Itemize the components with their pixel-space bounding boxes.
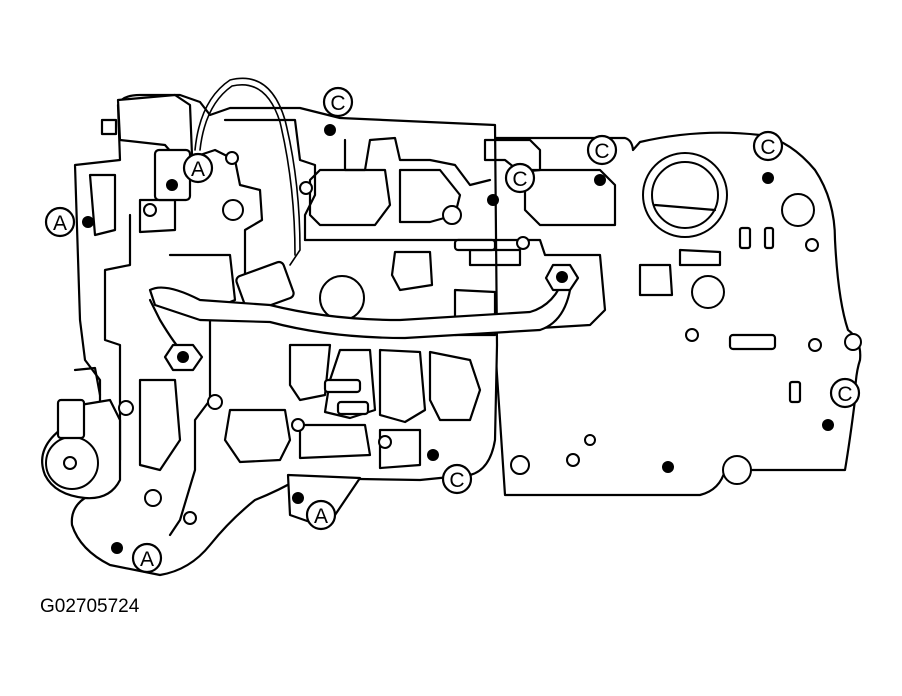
svg-text:C: C [449, 469, 464, 492]
callout-c3: C [504, 162, 536, 194]
bolt-hole [82, 216, 94, 228]
callout-a3: A [305, 499, 337, 531]
svg-text:C: C [837, 383, 852, 406]
svg-text:A: A [314, 505, 328, 528]
bolt-hole [662, 461, 674, 473]
hex-bolt-center [556, 271, 568, 283]
figure-id: G02705724 [40, 596, 140, 617]
hole [781, 193, 815, 227]
inner-channel [390, 250, 434, 292]
callout-a2: A [44, 206, 76, 238]
hole [516, 236, 530, 250]
hole [722, 455, 752, 485]
slot [336, 400, 370, 416]
callout-c2: C [586, 134, 618, 166]
svg-text:C: C [594, 140, 609, 163]
hole [222, 199, 244, 221]
callout-c4: C [752, 130, 784, 162]
hole [805, 238, 819, 252]
inner-channel [198, 148, 264, 282]
wire-harness [199, 84, 296, 256]
hole [378, 435, 392, 449]
hole [299, 181, 313, 195]
svg-text:A: A [53, 212, 67, 235]
valve-body-right-plate [493, 131, 862, 497]
inner-channel [468, 248, 522, 267]
hole [685, 328, 699, 342]
inner-channel [103, 213, 132, 462]
hole [143, 203, 157, 217]
inner-channel [428, 350, 482, 422]
hole [118, 400, 134, 416]
hole [225, 151, 239, 165]
large-port-inner [651, 161, 719, 229]
side-solenoid-connector [56, 398, 86, 440]
svg-text:C: C [760, 136, 775, 159]
inner-channel [138, 378, 182, 472]
callout-a1: A [182, 152, 214, 184]
solenoid-stub [100, 118, 118, 136]
bolt-hole [427, 449, 439, 461]
hole [144, 489, 162, 507]
side-solenoid-tab [73, 366, 102, 397]
hole [844, 333, 862, 351]
hole [584, 434, 596, 446]
slot [738, 226, 752, 250]
hex-bolt-center [177, 351, 189, 363]
inner-channel [378, 348, 427, 424]
svg-text:C: C [512, 168, 527, 191]
svg-text:A: A [191, 158, 205, 181]
callout-c6: C [441, 463, 473, 495]
inner-channel [88, 173, 117, 237]
hole [566, 453, 580, 467]
hole [691, 275, 725, 309]
inner-channel [678, 248, 722, 267]
svg-text:A: A [140, 548, 154, 571]
slot [788, 380, 802, 404]
hole [442, 205, 462, 225]
side-solenoid-center [63, 456, 77, 470]
inner-channel [223, 408, 292, 464]
slot [323, 378, 362, 394]
connector-ball [319, 275, 365, 321]
hole [183, 511, 197, 525]
inner-channel [298, 423, 372, 460]
port-edge [653, 203, 717, 212]
callout-c1: C [322, 86, 354, 118]
inner-channel [223, 118, 317, 242]
hole [510, 455, 530, 475]
hole [808, 338, 822, 352]
inner-channel [523, 168, 617, 227]
slot [763, 226, 775, 250]
callout-a4: A [131, 542, 163, 574]
bolt-hole [166, 179, 178, 191]
inner-channel [303, 238, 607, 330]
slot [728, 333, 777, 351]
slot [453, 238, 497, 252]
bolt-hole [822, 419, 834, 431]
inner-channel [378, 428, 422, 470]
callout-c5: C [829, 377, 861, 409]
bolt-hole [324, 124, 336, 136]
inner-channel [638, 263, 674, 297]
bolt-hole [487, 194, 499, 206]
hole [291, 418, 305, 432]
inner-channel [288, 343, 332, 402]
bolt-hole [762, 172, 774, 184]
bolt-hole [292, 492, 304, 504]
svg-text:C: C [330, 92, 345, 115]
hole [207, 394, 223, 410]
bolt-hole [111, 542, 123, 554]
bolt-hole [594, 174, 606, 186]
wire-harness [194, 77, 301, 266]
